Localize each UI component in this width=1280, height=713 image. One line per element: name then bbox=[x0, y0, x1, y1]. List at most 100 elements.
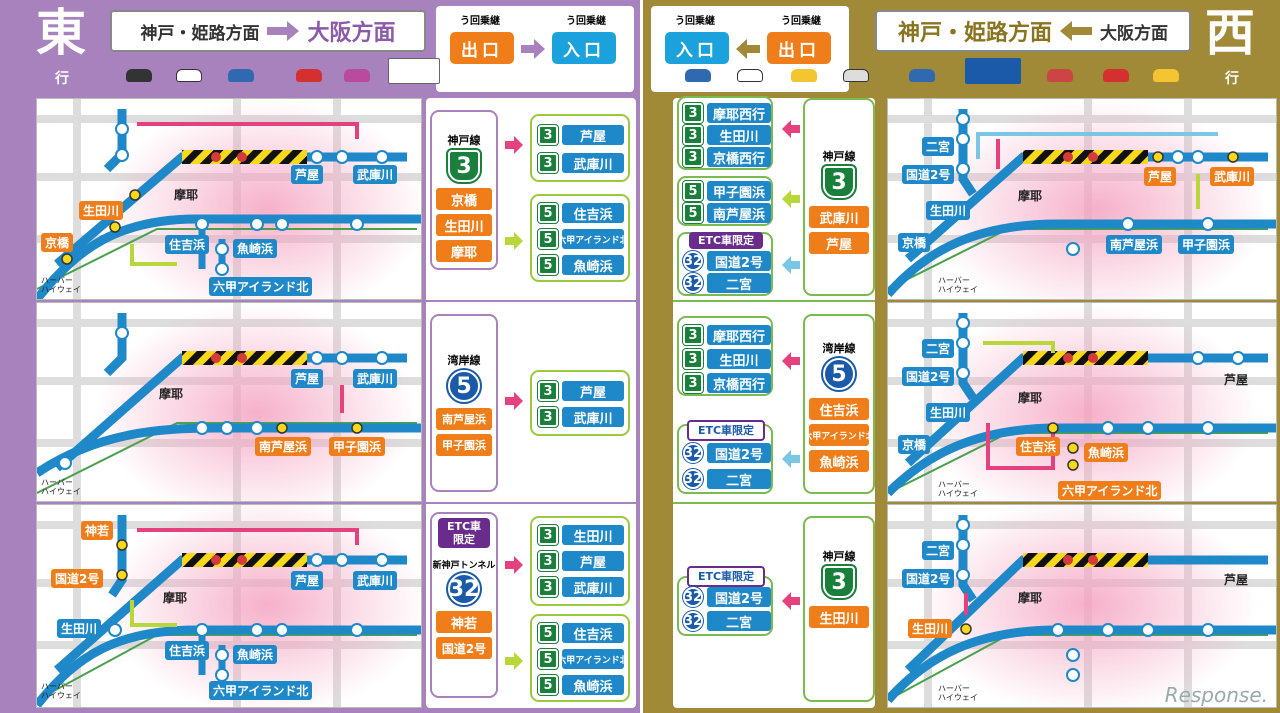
west-char: 西 bbox=[1205, 3, 1255, 62]
route-map bbox=[37, 303, 421, 501]
route-shield: 5 bbox=[682, 180, 704, 202]
map-label-koshienhama: 甲子園浜 bbox=[1178, 235, 1235, 254]
dest-name: 武庫川 bbox=[562, 153, 624, 173]
rule-label: う回乗継 bbox=[566, 16, 606, 27]
car-icon bbox=[1047, 69, 1073, 82]
car-icon bbox=[685, 69, 711, 82]
exit-label: 南芦屋浜 bbox=[436, 408, 492, 430]
dest-name: 住吉浜 bbox=[562, 203, 624, 223]
route-label: 湾岸線 bbox=[822, 342, 856, 355]
dest-name: 南芦屋浜 bbox=[707, 203, 771, 223]
dest-name: 国道2号 bbox=[707, 443, 771, 463]
map-label-ninomiya: 二宮 bbox=[922, 339, 955, 358]
map-label-ninomiya: 二宮 bbox=[922, 541, 955, 560]
map-label-sumiyoshihama: 住吉浜 bbox=[165, 641, 210, 660]
dest-name: 摩耶西行 bbox=[707, 325, 771, 345]
route-shield: 32 bbox=[682, 442, 704, 464]
route-label: 神戸線 bbox=[822, 150, 856, 163]
arrow-left-icon bbox=[1060, 21, 1092, 41]
route-shield: 3 bbox=[682, 124, 704, 146]
route-shield: 5 bbox=[537, 622, 559, 644]
map-label-ashiya: 芦屋 bbox=[1224, 573, 1249, 587]
dest-name: 武庫川 bbox=[562, 407, 624, 427]
map-label-harbor-highway: ハーバー ハイウェイ bbox=[938, 276, 978, 294]
map-label-rokko-island-kita: 六甲アイランド北 bbox=[1058, 481, 1162, 500]
divider bbox=[673, 502, 875, 504]
map-label-uozakihama: 魚崎浜 bbox=[233, 645, 278, 664]
west-direction-box: 神戸・姫路方面 大阪方面 bbox=[875, 10, 1191, 52]
route-shield: 3 bbox=[537, 124, 559, 146]
dest-name: 京橋西行 bbox=[707, 147, 771, 167]
map-label-mukogawa: 武庫川 bbox=[353, 165, 398, 184]
east-direction-box: 神戸・姫路方面 大阪方面 bbox=[110, 10, 426, 52]
exit-label: 京橋 bbox=[436, 188, 492, 210]
map-label-kokudo2: 国道2号 bbox=[902, 165, 955, 184]
map-label-harbor-highway: ハーバー ハイウェイ bbox=[938, 684, 978, 702]
dest-name: 生田川 bbox=[562, 525, 624, 545]
car-icon bbox=[1103, 69, 1129, 82]
arrow-left-icon bbox=[782, 256, 800, 274]
dest-name: 六甲アイランド北 bbox=[562, 229, 624, 249]
map-label-harbor-highway: ハーバー ハイウェイ bbox=[938, 480, 978, 498]
dest-name: 住吉浜 bbox=[562, 623, 624, 643]
map-label-kokudo2: 国道2号 bbox=[902, 569, 955, 588]
car-icon bbox=[176, 69, 202, 82]
exit-label: 甲子園浜 bbox=[436, 434, 492, 456]
route-shield: 5 bbox=[537, 648, 559, 670]
map-label-mukogawa: 武庫川 bbox=[353, 571, 398, 590]
exit-label: 摩耶 bbox=[436, 240, 492, 262]
dest-name: 京橋西行 bbox=[707, 373, 771, 393]
car-icon bbox=[737, 69, 763, 82]
west-map-1: 二宮 国道2号 生田川 摩耶 京橋 芦屋 武庫川 南芦屋浜 甲子園浜 ハーバー … bbox=[887, 98, 1277, 300]
dest-name: 芦屋 bbox=[562, 381, 624, 401]
map-label-minami-ashiyahama: 南芦屋浜 bbox=[1106, 235, 1163, 254]
arrow-right-icon bbox=[505, 556, 523, 574]
route-shield: 3 bbox=[682, 102, 704, 124]
route-shield: 32 bbox=[682, 610, 704, 632]
divider bbox=[426, 300, 636, 302]
truck-icon bbox=[1153, 69, 1179, 82]
dest-name: 魚崎浜 bbox=[562, 255, 624, 275]
exit-label: 芦屋 bbox=[809, 232, 869, 254]
dest-name: 二宮 bbox=[707, 611, 771, 631]
east-panel: 東 行 神戸・姫路方面 大阪方面 う回乗継 う回乗継 出口 入口 bbox=[0, 0, 640, 713]
east-char: 東 bbox=[36, 3, 86, 62]
exit-label: 神若 bbox=[436, 611, 492, 634]
map-label-kokudo2: 国道2号 bbox=[51, 569, 104, 588]
east-gyo: 行 bbox=[55, 71, 69, 87]
route-shield: 3 bbox=[821, 164, 857, 200]
etc-only-badge: ETC車限定 bbox=[689, 232, 763, 250]
route-shield: 5 bbox=[682, 202, 704, 224]
east-direction-from: 神戸・姫路方面 bbox=[140, 23, 260, 44]
truck-icon bbox=[126, 69, 152, 82]
route-shield: 3 bbox=[682, 348, 704, 370]
exit-label: 武庫川 bbox=[809, 206, 869, 228]
rule-exit: 出口 bbox=[767, 32, 831, 64]
car-icon bbox=[791, 69, 817, 82]
map-label-maya: 摩耶 bbox=[1018, 391, 1043, 405]
map-label-mukogawa: 武庫川 bbox=[1210, 167, 1255, 186]
map-label-ashiya: 芦屋 bbox=[291, 165, 324, 184]
map-label-ikutagawa: 生田川 bbox=[908, 619, 953, 638]
arrow-left-icon bbox=[782, 592, 800, 610]
truck-icon bbox=[296, 69, 322, 82]
map-label-maya: 摩耶 bbox=[174, 188, 199, 202]
arrow-right-icon bbox=[267, 21, 300, 41]
west-direction-to: 大阪方面 bbox=[1100, 23, 1168, 44]
rule-entrance: 入口 bbox=[552, 32, 616, 64]
map-label-harbor-highway: ハーバー ハイウェイ bbox=[41, 478, 81, 496]
exit-label: 魚崎浜 bbox=[809, 450, 869, 472]
dest-name: 二宮 bbox=[707, 273, 771, 293]
route-shield: 3 bbox=[682, 146, 704, 168]
map-label-maya: 摩耶 bbox=[1018, 189, 1043, 203]
arrow-right-icon bbox=[505, 136, 523, 154]
route-shield: 5 bbox=[537, 674, 559, 696]
map-label-sumiyoshihama: 住吉浜 bbox=[165, 235, 210, 254]
map-label-rokko-island-kita: 六甲アイランド北 bbox=[209, 681, 313, 700]
route-shield: 3 bbox=[537, 380, 559, 402]
